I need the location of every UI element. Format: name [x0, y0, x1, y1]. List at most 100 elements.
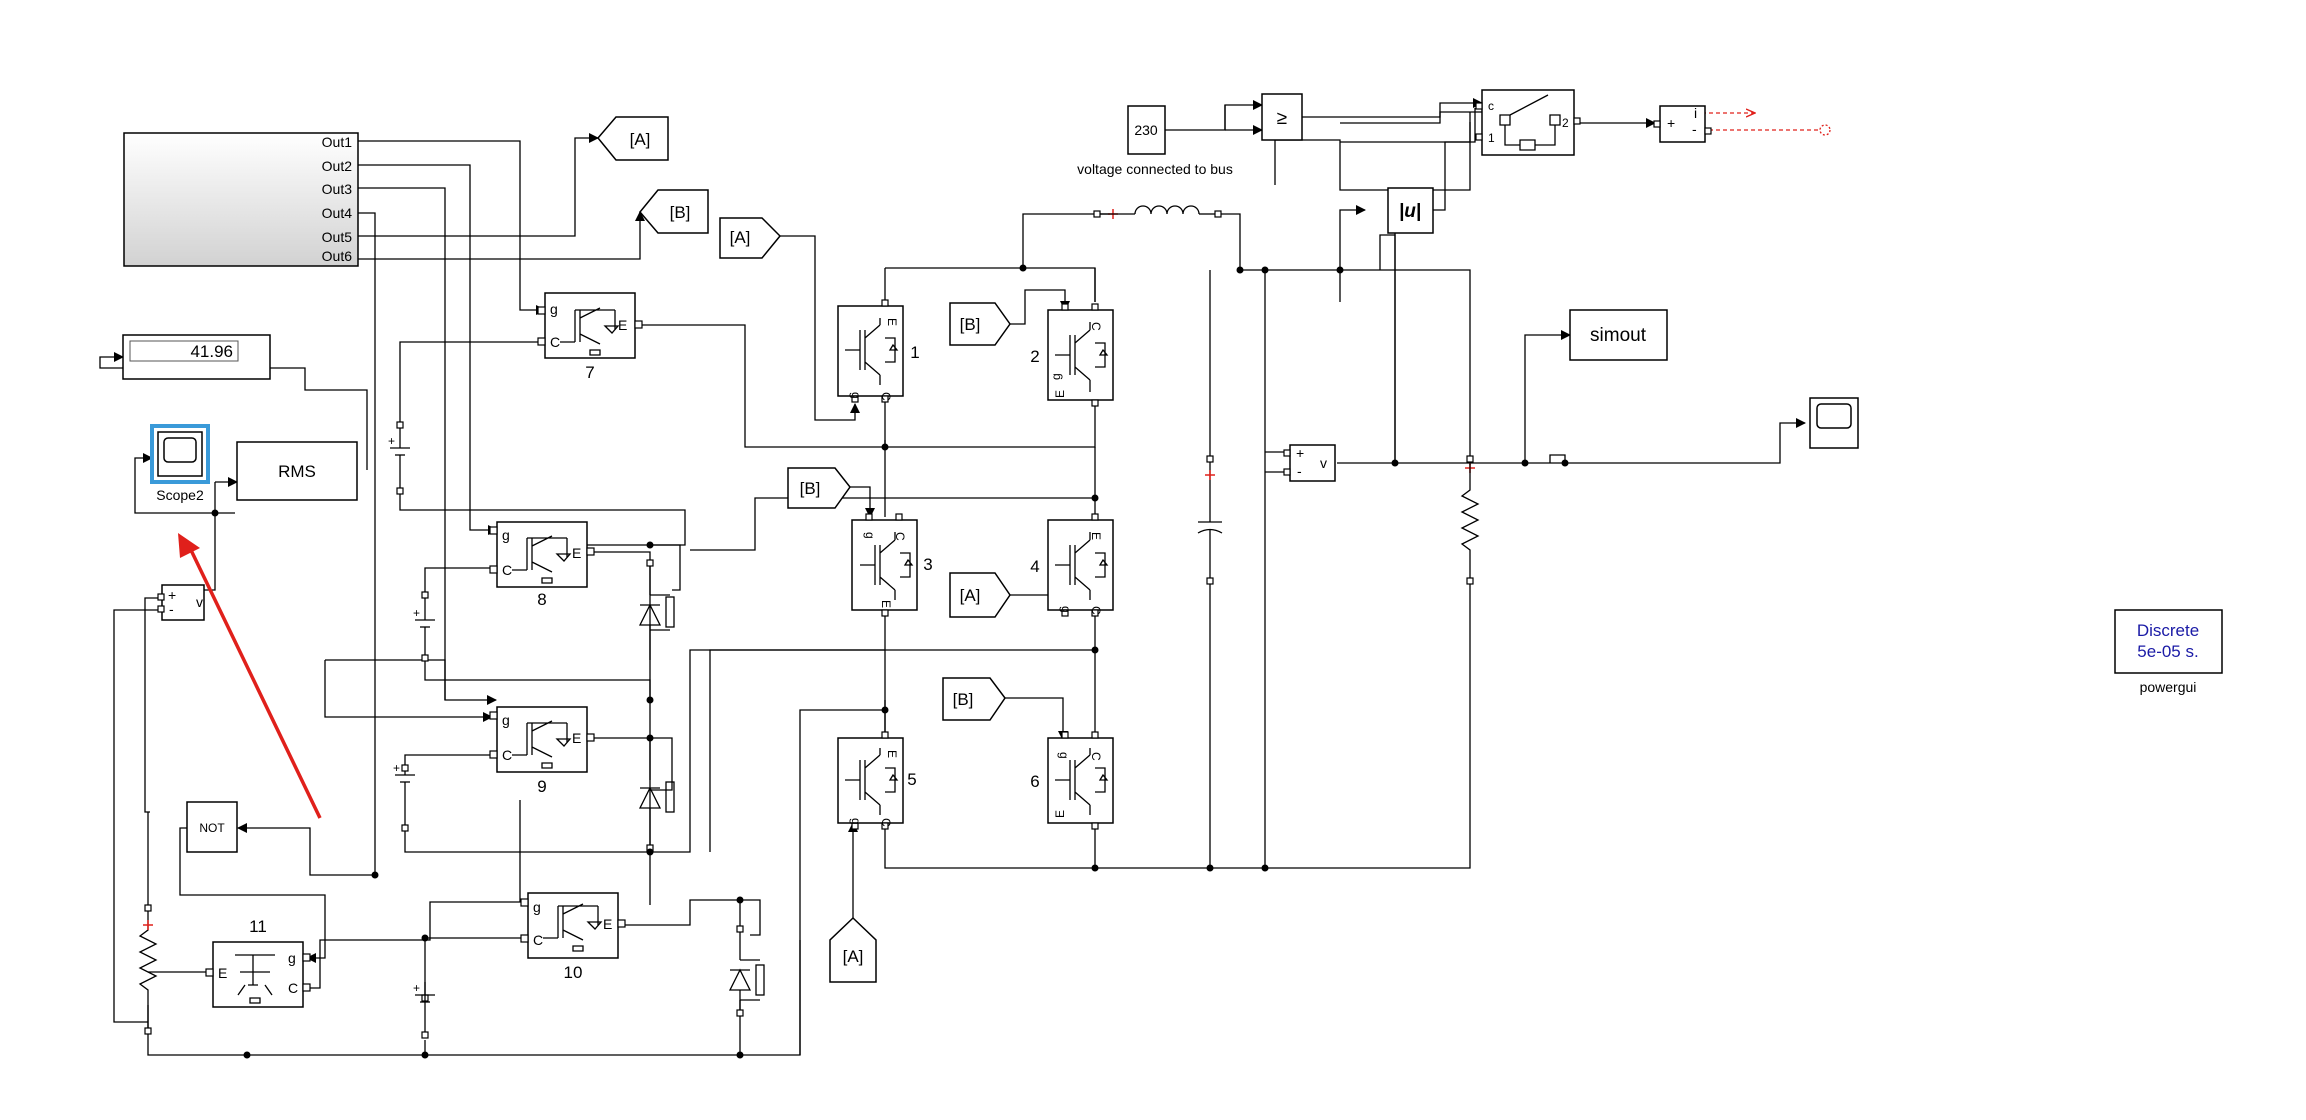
switch-8-g: g — [502, 527, 510, 543]
display-value: 41.96 — [190, 342, 233, 361]
junction-dots — [211, 264, 1569, 1059]
red-annotation-arrow — [178, 533, 322, 819]
switch-7-g: g — [550, 301, 558, 317]
abs-block[interactable]: |u| — [1387, 187, 1434, 234]
capacitor[interactable] — [1197, 455, 1223, 585]
voltage-measurement-right[interactable]: + - v — [1283, 444, 1336, 482]
from-a-block-2[interactable]: [A] — [949, 572, 1011, 618]
igbt-2-g: g — [1049, 373, 1063, 380]
switch-10-block[interactable]: g C E 10 — [520, 892, 626, 982]
switch-block[interactable]: c 1 2 — [1475, 89, 1581, 156]
dc-source-1-plus: + — [388, 434, 395, 448]
scope2-block[interactable]: Scope2 — [150, 424, 210, 503]
relational-operator-block[interactable]: ≥ — [1261, 93, 1303, 141]
from-a-block-3[interactable]: [A] — [829, 916, 877, 983]
constant-caption: voltage connected to bus — [1077, 161, 1233, 177]
igbt-5-e: E — [885, 750, 899, 758]
from-b-label-1: [B] — [960, 315, 981, 334]
relop-symbol: ≥ — [1277, 108, 1287, 129]
inductor[interactable] — [1093, 205, 1222, 219]
rms-label: RMS — [278, 462, 316, 481]
igbt-4-g: g — [1059, 606, 1073, 613]
igbt-5-g: g — [849, 818, 863, 825]
dc-source-4[interactable]: + — [413, 981, 435, 1039]
subsystem-ports: Out1 Out2 Out3 Out4 Out5 Out6 — [322, 134, 353, 264]
switch-9-g: g — [502, 712, 510, 728]
from-b-block-2[interactable]: [B] — [787, 467, 851, 509]
dc-source-2[interactable]: + — [413, 591, 435, 662]
diode-pair-3[interactable] — [728, 925, 765, 1017]
igbt-2-e: E — [1053, 390, 1067, 398]
dc-source-4-plus: + — [413, 981, 420, 995]
igbt-2-block[interactable]: C g E 2 — [1030, 303, 1114, 407]
resistor-right[interactable] — [1460, 455, 1480, 585]
vm-right-v: v — [1320, 455, 1327, 471]
diode-pair-2[interactable] — [638, 738, 675, 852]
igbt-1-e: E — [885, 318, 899, 326]
switch-9-block[interactable]: g C E 9 — [489, 706, 595, 796]
switch-10-g: g — [533, 899, 541, 915]
igbt-6-label: 6 — [1030, 772, 1039, 791]
diode-pair-1[interactable] — [638, 559, 675, 660]
switch-9-e: E — [572, 730, 581, 746]
igbt-5-block[interactable]: E g C 5 — [837, 731, 917, 830]
powergui-line2: 5e-05 s. — [2137, 642, 2198, 661]
switch-p1-label: 1 — [1488, 131, 1495, 145]
subsystem-port-3: Out3 — [322, 181, 353, 197]
vm-left-plus: + — [168, 587, 176, 603]
switch-10-c: C — [533, 932, 543, 948]
switch-7-block[interactable]: g C E 7 — [537, 292, 643, 382]
from-b-label-3: [B] — [953, 690, 974, 709]
switch-11-c: C — [288, 980, 298, 996]
switch-11-block[interactable]: E g C 11 — [205, 917, 311, 1008]
voltage-measurement-left[interactable]: + - v — [157, 584, 205, 621]
switch-8-block[interactable]: g C E 8 — [489, 521, 595, 609]
igbt-3-block[interactable]: g C E 3 — [851, 513, 933, 617]
goto-b-label: [B] — [670, 203, 691, 222]
constant-230-block[interactable]: 230 voltage connected to bus — [1077, 105, 1233, 177]
switch-8-c: C — [502, 562, 512, 578]
igbt-6-block[interactable]: g C E 6 — [1030, 731, 1114, 830]
igbt-6-g: g — [1057, 752, 1071, 759]
igbt-4-c: C — [1089, 606, 1103, 615]
switch-8-label: 8 — [537, 590, 546, 609]
not-gate-block[interactable]: NOT — [186, 801, 238, 853]
goto-a-block[interactable]: [A] — [597, 116, 669, 161]
from-b-block-3[interactable]: [B] — [942, 677, 1006, 721]
scope-right-block[interactable] — [1809, 397, 1859, 449]
dc-source-3-plus: + — [393, 761, 400, 775]
cur-meas-plus: + — [1667, 115, 1675, 131]
switch-c-label: c — [1488, 99, 1494, 113]
cur-meas-minus: - — [1692, 121, 1697, 137]
display-block[interactable]: 41.96 — [122, 334, 271, 380]
igbt-1-g: g — [849, 392, 863, 399]
signal-wires — [99, 98, 1831, 1056]
resistor-left[interactable] — [138, 904, 158, 1035]
dc-source-1[interactable]: + — [388, 421, 410, 495]
from-b-block-1[interactable]: [B] — [949, 302, 1011, 346]
subsystem-block[interactable]: Out1 Out2 Out3 Out4 Out5 Out6 — [123, 132, 359, 267]
simout-label: simout — [1590, 325, 1647, 346]
goto-b-block[interactable]: [B] — [639, 189, 709, 234]
igbt-2-c: C — [1089, 322, 1103, 331]
dc-source-3[interactable]: + — [393, 761, 415, 832]
current-measurement-block[interactable]: + - i — [1653, 105, 1712, 143]
igbt-4-block[interactable]: E g C 4 — [1030, 513, 1114, 617]
rms-block[interactable]: RMS — [236, 441, 358, 501]
simout-block[interactable]: simout — [1569, 309, 1668, 361]
powergui-block[interactable]: Discrete 5e-05 s. powergui — [2114, 609, 2223, 695]
igbt-6-e: E — [1053, 810, 1067, 818]
igbt-3-label: 3 — [923, 555, 932, 574]
igbt-5-c: C — [879, 818, 893, 827]
from-a-block-1[interactable]: [A] — [719, 217, 782, 259]
switch-11-e: E — [218, 965, 227, 981]
subsystem-port-6: Out6 — [322, 248, 353, 264]
switch-9-c: C — [502, 747, 512, 763]
igbt-1-block[interactable]: E g C 1 — [837, 299, 920, 403]
subsystem-port-5: Out5 — [322, 229, 353, 245]
igbt-2-label: 2 — [1030, 347, 1039, 366]
constant-value: 230 — [1134, 122, 1158, 138]
from-a-label-3: [A] — [843, 947, 864, 966]
powergui-caption: powergui — [2140, 679, 2197, 695]
goto-a-label: [A] — [630, 130, 651, 149]
